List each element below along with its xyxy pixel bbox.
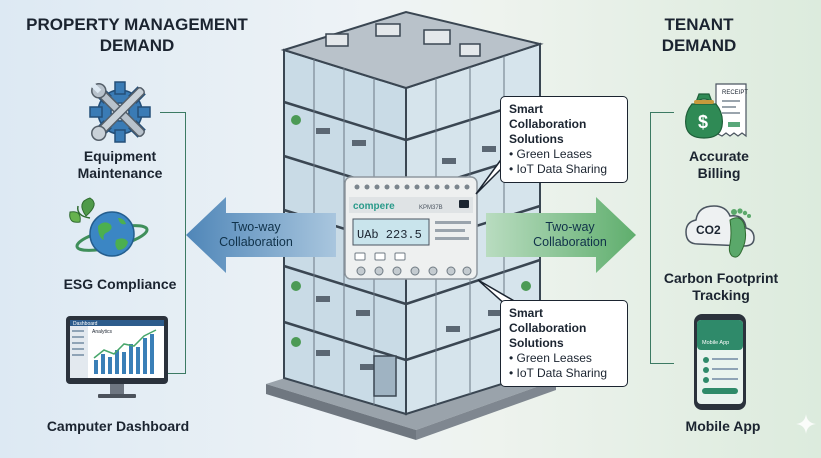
right-bracket bbox=[650, 112, 674, 364]
mobile-app-screen-label: Mobile App bbox=[702, 340, 729, 346]
right-arrow-label: Two-way Collaboration bbox=[533, 220, 607, 249]
property-management-heading: PROPERTY MANAGEMENT DEMAND bbox=[26, 15, 248, 55]
left-arrow-label: Two-way Collaboration bbox=[219, 220, 293, 249]
meter-display: UAb 223.5 bbox=[357, 228, 422, 242]
energy-meter-device: compere KPM37B UAb 223.5 bbox=[341, 173, 481, 283]
bottom-callout: Smart Collaboration Solutions • Green Le… bbox=[500, 300, 628, 387]
top-callout: Smart Collaboration Solutions • Green Le… bbox=[500, 96, 628, 183]
accurate-billing-label: Accurate Billing bbox=[689, 148, 749, 181]
equipment-maintenance-label: Equipment Maintenance bbox=[77, 148, 163, 181]
mobile-app-label: Mobile App bbox=[685, 418, 761, 434]
left-two-way-arrow bbox=[186, 197, 336, 273]
meter-model: KPM37B bbox=[419, 205, 443, 211]
meter-brand: compere bbox=[353, 201, 395, 212]
dashboard-title-text: Dashboard bbox=[73, 321, 98, 327]
sparkle-icon bbox=[796, 414, 816, 434]
monitor-dashboard-icon: Dashboard Analytics bbox=[64, 314, 170, 400]
tenant-heading: TENANT DEMAND bbox=[661, 15, 737, 55]
money-receipt-icon: RECEIPT $ bbox=[680, 80, 760, 142]
co2-footprint-icon: CO2 bbox=[684, 196, 764, 262]
camputer-dashboard-label: Camputer Dashboard bbox=[46, 418, 190, 434]
right-two-way-arrow bbox=[486, 197, 636, 273]
dashboard-panel-text: Analytics bbox=[92, 329, 113, 335]
dollar-symbol: $ bbox=[698, 112, 708, 132]
left-bracket bbox=[160, 112, 186, 374]
esg-compliance-label: ESG Compliance bbox=[63, 276, 177, 292]
globe-leaf-icon bbox=[66, 196, 156, 266]
smartphone-icon: Mobile App bbox=[692, 312, 748, 412]
receipt-label: RECEIPT bbox=[722, 90, 748, 96]
co2-label: CO2 bbox=[696, 223, 721, 237]
gear-wrench-icon bbox=[80, 78, 160, 146]
carbon-footprint-label: Carbon Footprint Tracking bbox=[663, 270, 779, 303]
